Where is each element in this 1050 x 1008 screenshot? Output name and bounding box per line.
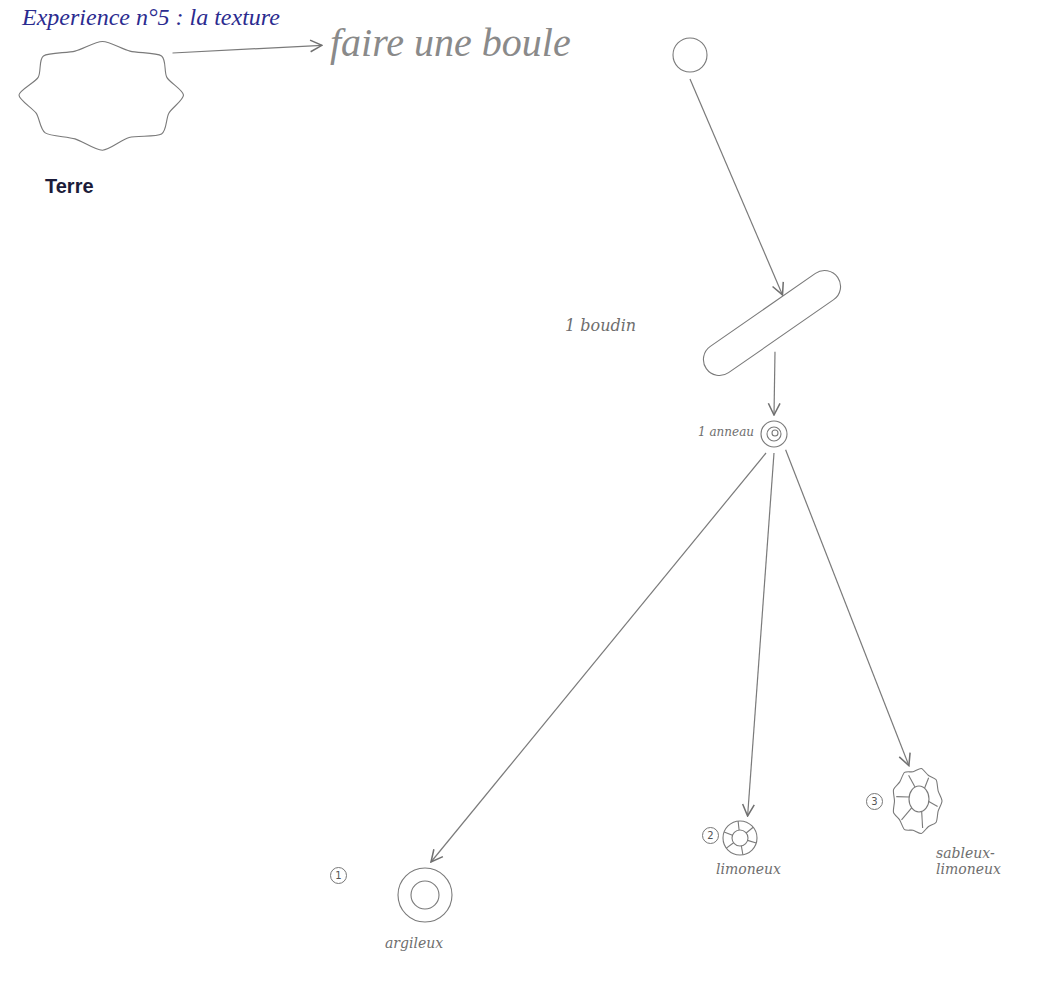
step-label: 1 anneau xyxy=(698,426,754,440)
limon-outline xyxy=(721,819,759,857)
sausage-shape xyxy=(697,264,847,382)
callout-number: 1 xyxy=(330,867,347,884)
crack-line xyxy=(741,846,743,855)
sable-outline xyxy=(890,765,944,837)
cloud-outline xyxy=(15,20,190,170)
ball-outline xyxy=(670,35,710,75)
ring-outer xyxy=(723,821,757,855)
ring-outer xyxy=(761,421,787,447)
crack-line xyxy=(925,778,929,788)
step-node: Terre xyxy=(10,15,192,200)
flow-arrow xyxy=(173,45,323,53)
anneau-outline xyxy=(758,418,790,450)
step-label: 1 boudin xyxy=(565,317,636,335)
step-label: faire une boule xyxy=(330,20,571,66)
crack-line xyxy=(896,796,909,797)
flow-arrow xyxy=(690,79,783,295)
diagram-title: Experience n°5 : la texture xyxy=(22,4,280,31)
crack-line xyxy=(738,821,739,830)
ring-inner xyxy=(732,830,748,846)
soil-label: Terre xyxy=(45,175,94,198)
crack-line xyxy=(921,812,923,828)
ball-circle xyxy=(673,38,707,72)
crack-line xyxy=(746,827,753,833)
crack-line xyxy=(902,808,912,820)
callout-number: 3 xyxy=(866,793,883,810)
flow-arrow xyxy=(431,453,766,862)
ring-outer xyxy=(398,868,452,922)
texture-label: limoneux xyxy=(716,861,781,877)
texture-label: argileux xyxy=(385,935,443,951)
ring-inner xyxy=(411,881,439,909)
texture-label: sableux-limoneux xyxy=(936,845,1003,877)
argile-outline xyxy=(395,865,455,925)
ring-outer xyxy=(893,768,942,833)
ring-inner xyxy=(767,427,781,441)
flow-arrow xyxy=(748,453,774,816)
flow-arrow xyxy=(786,450,909,766)
step-node: 3 sableux-limoneux xyxy=(866,765,1003,880)
crack-line xyxy=(748,840,757,843)
step-node: 2 limoneux xyxy=(702,815,783,880)
ring-hole xyxy=(772,430,778,436)
callout-number: 2 xyxy=(702,827,719,844)
crack-line xyxy=(909,775,915,787)
crack-line xyxy=(929,802,938,807)
step-node: 1 argileux xyxy=(330,865,457,954)
step-node: 1 boudin xyxy=(565,265,852,382)
step-node: faire une boule xyxy=(330,20,712,77)
soil-cloud xyxy=(19,41,184,150)
crack-line xyxy=(726,843,733,848)
boudin-outline xyxy=(700,265,850,380)
crack-line xyxy=(724,832,732,835)
flow-arrow xyxy=(774,352,775,415)
step-node: 1 anneau xyxy=(698,418,792,452)
